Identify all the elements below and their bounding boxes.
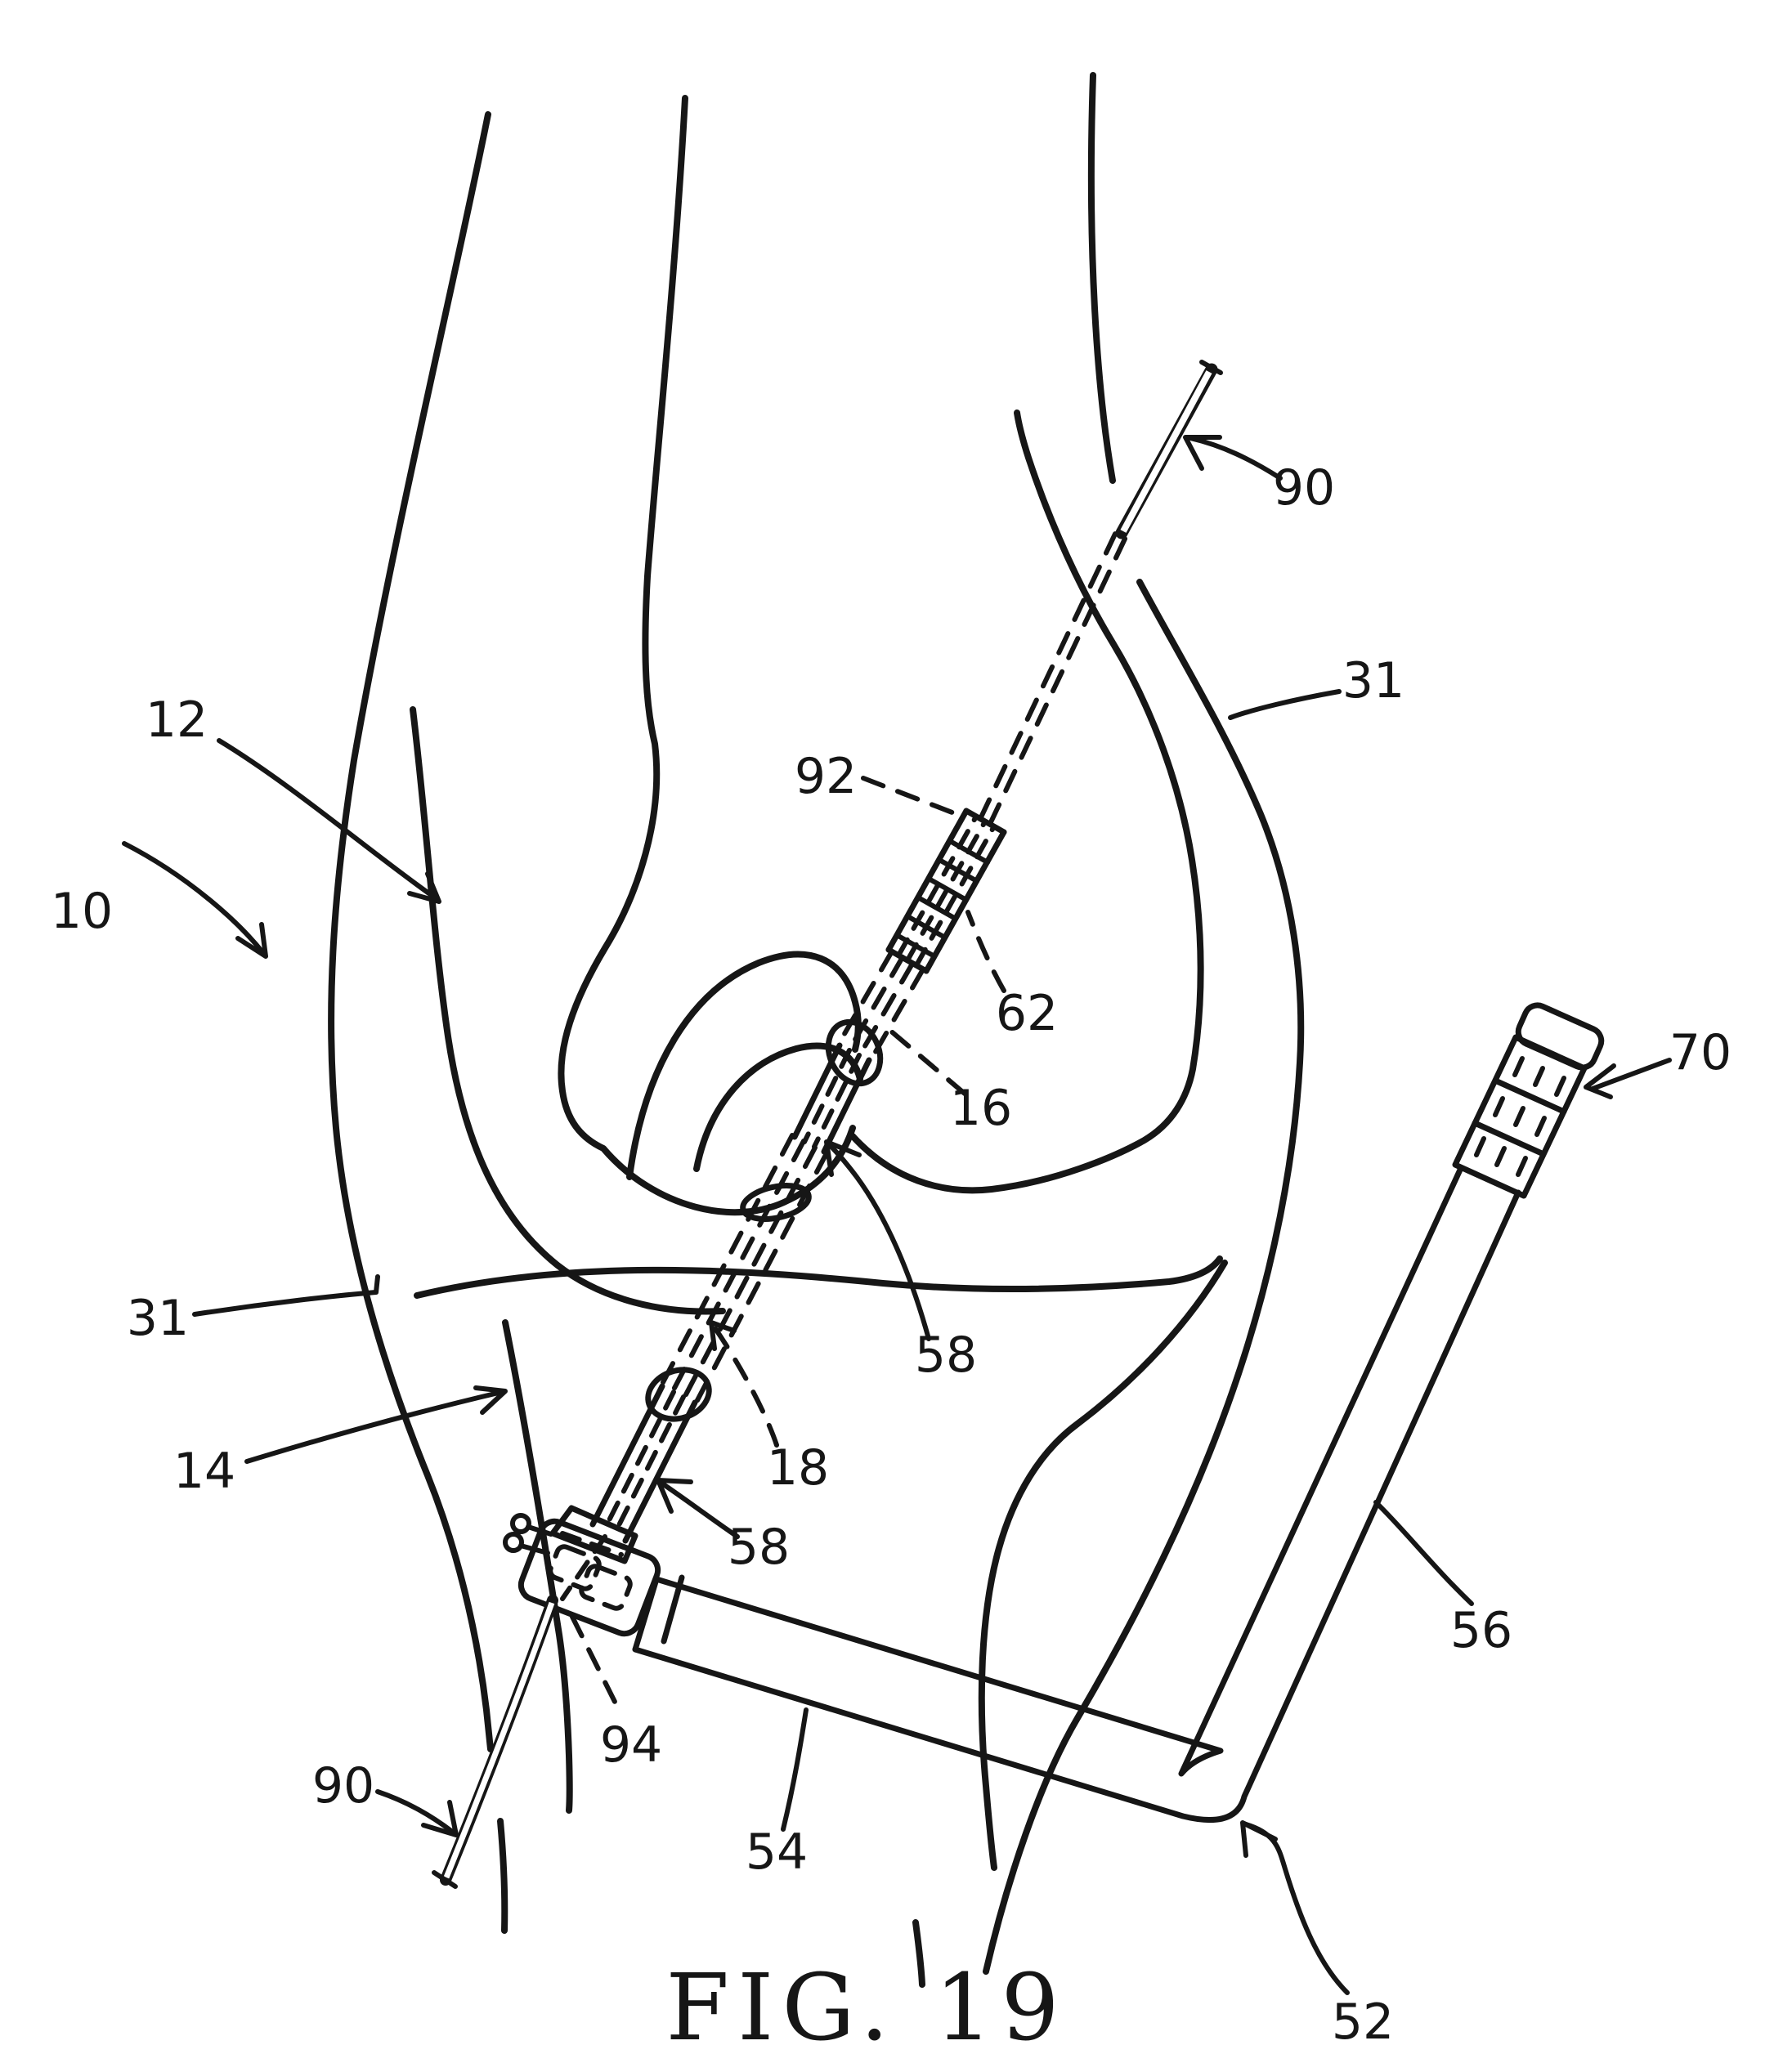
reference-numerals: 10 12 14 16 18 31 31 52 54 56 58 58 62 7… [51,459,1732,2051]
leaders [122,435,1672,1995]
graft-sleeve-92 [885,808,1007,974]
pin-dashed-upper [978,528,1129,826]
guide-pin-top-core [1120,370,1212,533]
leader-31-right [1228,689,1342,720]
ref-label-56: 56 [1450,1602,1512,1659]
ref-label-54: 54 [746,1824,808,1881]
leader-16 [887,1027,967,1096]
tibial-tunnel-dashed [659,1133,829,1406]
clamp-dashed-slots [548,1531,633,1611]
leader-90-bottom [375,1789,454,1833]
ref-label-92: 92 [795,748,857,805]
handle-end-cap [1515,1002,1605,1071]
leader-58-lower [660,1481,740,1539]
femur-outline-right [849,409,1204,1194]
ref-label-12: 12 [146,691,208,749]
guide-arm-divider [661,1574,685,1645]
leader-92 [861,776,959,817]
arrowhead-18-icon [709,1320,737,1351]
tibia-outline-left [502,1319,573,1814]
leader-56 [1373,1500,1474,1606]
arrowhead-10-icon [235,922,268,959]
oval-tibial-plateau [740,1183,812,1222]
leader-70 [1590,1058,1672,1091]
skin-outline-left-lower [497,1818,508,1934]
arrowhead-14-icon [473,1385,508,1415]
pin-clamp-assembly [503,1505,661,1637]
guide-pin-bottom-cap [432,1870,458,1889]
sleeve-thread-ticks [894,839,990,959]
femur-outline-left [558,95,856,1216]
ref-label-58-upper: 58 [915,1327,977,1384]
ref-label-90-bottom: 90 [312,1757,374,1815]
drill-guide-frame [632,1002,1605,1824]
arrowhead-12-icon [407,871,441,904]
femoral-tunnel-dashed [836,949,925,1064]
leader-52 [1243,1822,1350,1995]
knee-anatomy [328,72,1305,1988]
leader-18 [712,1325,779,1448]
pin-dashed-in-tube-lower [560,1390,686,1601]
oval-femoral-notch-entry [825,1018,884,1087]
thumbscrew-stem [518,1524,553,1555]
pin-clamp-block [517,1518,661,1637]
handle-knurl-dashes [1474,1056,1566,1177]
anterior-capsule-curve [410,706,726,1315]
leader-31-left [192,1274,380,1317]
leader-10 [122,841,266,955]
skin-outline-right [983,579,1305,1975]
arrowhead-58-lower-icon [656,1478,693,1514]
leader-94 [570,1614,617,1704]
arrowhead-90-bottom-icon [421,1800,459,1837]
leader-12 [217,738,438,901]
ref-label-18: 18 [767,1439,829,1497]
tube-collar [549,1505,638,1564]
figure-caption: FIG. 19 [665,1955,1067,2061]
leader-58-upper [827,1142,931,1341]
ref-label-52: 52 [1332,1994,1394,2051]
leader-62 [965,910,1006,993]
ref-label-10: 10 [51,883,113,940]
ref-label-58-lower: 58 [728,1519,790,1576]
guide-arm-top-edge [653,1165,1464,1777]
oval-tibial-cortex-entry [645,1367,712,1422]
thumbscrew-knob-icon [510,1513,531,1534]
skin-outline-left [328,111,494,1752]
arrowhead-90-top-icon [1183,435,1222,471]
leader-54 [781,1707,809,1832]
guide-arm-bottom-edge [632,1189,1521,1824]
dashed-leaders [570,776,1006,1704]
arrowhead-52-icon [1240,1820,1278,1858]
ref-label-90-top: 90 [1273,459,1335,517]
trochlea-outer-curve [626,951,862,1180]
ref-label-14: 14 [173,1443,235,1500]
ref-label-31-right: 31 [1342,652,1404,709]
ref-label-16: 16 [950,1080,1012,1137]
guide-pin-bottom-core [443,1601,555,1879]
thumbscrew-knob-icon [503,1532,524,1553]
ref-label-62: 62 [996,985,1058,1042]
guide-pin-top-cap [1199,360,1223,375]
arrowhead-58-upper-icon [824,1139,862,1177]
leader-14 [244,1390,504,1464]
leader-90-top [1188,436,1283,481]
skin-outline-right-top [1087,72,1116,484]
ref-label-31-left: 31 [127,1290,189,1347]
ref-label-94: 94 [600,1716,662,1774]
arrowhead-70-icon [1584,1063,1616,1099]
tibia-bottom-tick [912,1919,925,1988]
tibia-outline-right [978,1260,1228,1871]
ref-label-70: 70 [1669,1024,1732,1081]
pin-dashed-in-tube-tip [802,1048,862,1149]
guide-tube-and-pin [432,360,1223,1889]
tibial-plateau-line [414,1255,1223,1299]
